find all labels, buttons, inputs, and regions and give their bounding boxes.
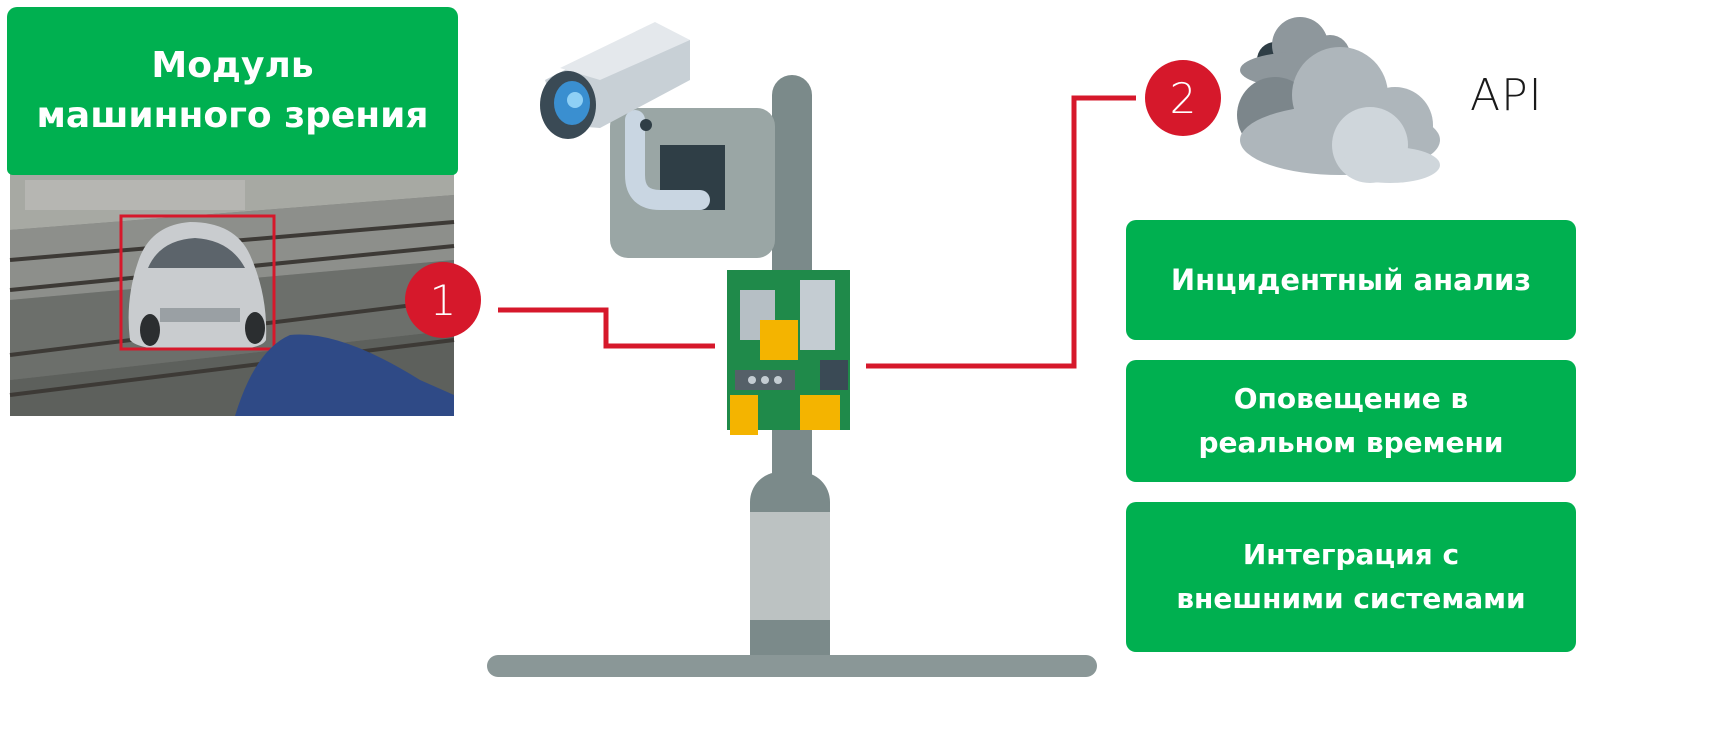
api-label: API: [1470, 70, 1543, 121]
module-title: Модуль машинного зрения: [7, 7, 458, 175]
camera-photo: [10, 170, 454, 416]
cloud-icon: [1237, 17, 1440, 183]
feature-realtime-alerts: Оповещение в реальном времени: [1126, 360, 1576, 482]
feature-incident-analysis: Инцидентный анализ: [1126, 220, 1576, 340]
connector-line-2: [866, 98, 1136, 366]
camera-icon: [540, 22, 775, 258]
circuit-board-icon: [727, 270, 850, 435]
connector-line-1: [498, 310, 715, 346]
step-badge-2: 2: [1145, 60, 1221, 136]
step-badge-1: 1: [405, 262, 481, 338]
feature-external-integration: Интеграция с внешними системами: [1126, 502, 1576, 652]
